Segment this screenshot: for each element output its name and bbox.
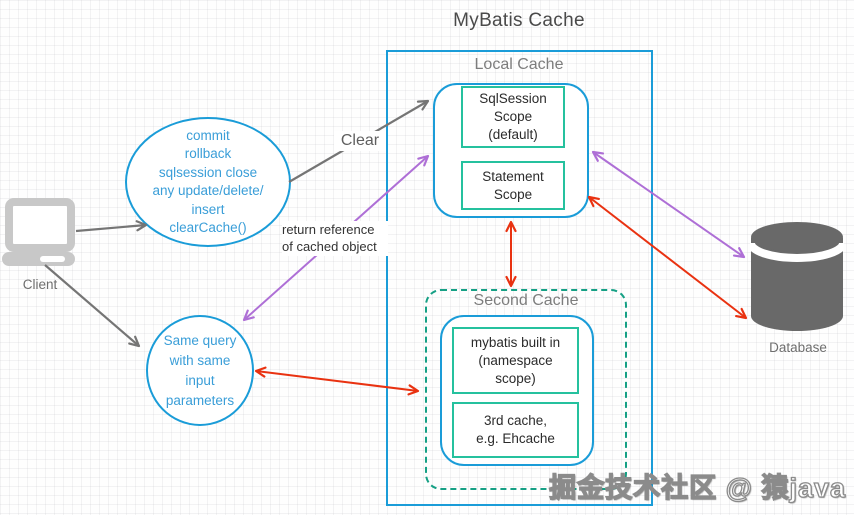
client-computer-icon [5,198,75,252]
mybatis-builtin-box: mybatis built in (namespace scope) [452,327,579,394]
same-query-ellipse: Same query with same input parameters [146,315,254,426]
local-cache-label: Local Cache [474,56,564,73]
second-cache-container [425,289,627,490]
clear-edge-label: Clear [334,131,386,151]
client-computer-base-icon [2,252,75,266]
arrow-client-to-triggers [75,220,148,233]
cache-clear-triggers-ellipse: commit rollback sqlsession close any upd… [125,117,291,247]
third-party-cache-box: 3rd cache, e.g. Ehcache [452,402,579,458]
database-label: Database [769,340,827,355]
client-label: Client [22,277,58,292]
return-reference-edge-label: return reference of cached object [282,221,388,256]
page-title: MyBatis Cache [453,10,585,31]
statement-scope-box: Statement Scope [461,161,565,210]
second-cache-label: Second Cache [473,292,579,309]
client-computer-base-notch [40,256,65,262]
watermark-text: 掘金技术社区 @ 猿java [548,472,846,503]
database-icon [750,222,844,331]
sqlsession-scope-box: SqlSession Scope (default) [461,86,565,148]
